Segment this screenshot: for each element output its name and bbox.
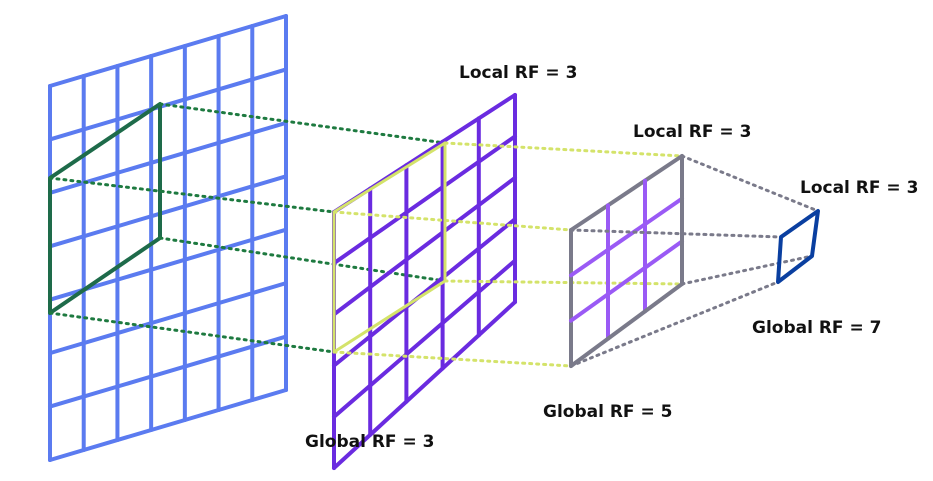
layer2-grid-hline — [332, 175, 517, 317]
layer2-grid-hline — [332, 134, 517, 266]
layer3-grid-hline — [569, 282, 684, 368]
connector-line — [680, 154, 820, 213]
layer4-output-cell — [776, 209, 820, 284]
layer3-grid-hline — [569, 239, 684, 323]
connector-line — [158, 102, 447, 145]
output-cell-outline — [776, 209, 820, 284]
local-rf-label-layer3: Local RF = 3 — [633, 122, 751, 142]
connector-line — [332, 350, 573, 368]
layer3-feature-map — [569, 154, 684, 368]
local-rf-label-layer4: Local RF = 3 — [800, 178, 918, 198]
layer3-grid-hline — [569, 196, 684, 278]
global-rf-label-layer4: Global RF = 7 — [752, 318, 881, 338]
connector-layer2-to-layer3 — [332, 141, 684, 368]
layer3-grid-hline — [569, 154, 684, 232]
input-grid-hline — [48, 120, 288, 195]
global-rf-label-layer2: Global RF = 3 — [305, 432, 434, 452]
connector-line — [443, 141, 684, 158]
connector-line — [443, 279, 684, 286]
input-grid-hline — [48, 281, 288, 356]
layer2-grid-hline — [332, 258, 517, 419]
connector-line — [158, 236, 447, 283]
input-grid-hline — [48, 388, 288, 462]
connector-line — [569, 228, 783, 239]
connector-line — [680, 254, 814, 286]
connector-line — [48, 176, 336, 214]
input-grid-hline — [48, 14, 288, 88]
connector-layer3-to-layer4 — [569, 154, 820, 368]
connector-line — [569, 280, 780, 368]
connector-line — [48, 311, 336, 354]
global-rf-label-layer3: Global RF = 5 — [543, 402, 672, 422]
local-rf-label-layer2: Local RF = 3 — [459, 63, 577, 83]
layer2-grid-hline — [332, 300, 517, 470]
connector-line — [332, 210, 573, 232]
input-feature-map — [48, 14, 288, 462]
connector-input-to-layer2 — [48, 102, 447, 354]
input-grid-hline — [48, 174, 288, 249]
input-grid-hline — [48, 334, 288, 409]
